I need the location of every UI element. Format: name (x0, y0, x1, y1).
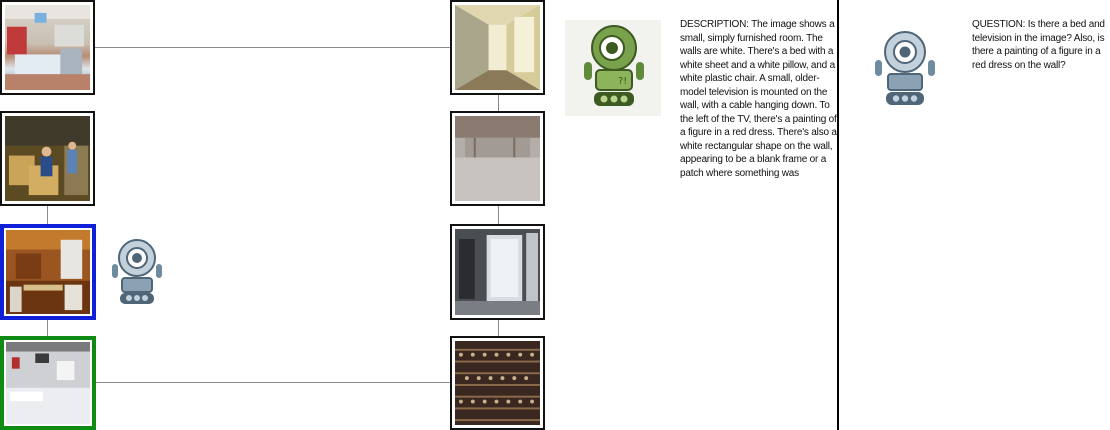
description-text: DESCRIPTION: The image shows a small, si… (680, 19, 837, 179)
edge-line (47, 206, 48, 224)
question-text: QUESTION: Is there a bed and television … (972, 19, 1105, 71)
robot-blue-icon (872, 30, 938, 108)
thumbnail-basement[interactable] (450, 111, 545, 206)
edge-line (498, 206, 499, 224)
edge-line (498, 95, 499, 111)
edge-line (498, 320, 499, 336)
thumbnail-hallway[interactable] (450, 0, 545, 95)
robot-green-icon: ?! (582, 24, 646, 108)
thumbnail-wine-cellar[interactable] (450, 336, 545, 430)
thumbnail-bedroom-with-tv[interactable] (0, 336, 96, 430)
edge-line (95, 382, 452, 383)
thumbnail-hotel-room[interactable] (0, 224, 96, 320)
robot-blue-icon (108, 238, 166, 306)
edge-line (95, 47, 452, 48)
edge-line (47, 320, 48, 336)
thumbnail-door-room[interactable] (450, 224, 545, 320)
thumbnail-classroom[interactable] (0, 0, 95, 95)
thumbnail-warehouse[interactable] (0, 111, 95, 206)
panel-divider (837, 0, 839, 430)
svg-text:?!: ?! (618, 76, 627, 87)
